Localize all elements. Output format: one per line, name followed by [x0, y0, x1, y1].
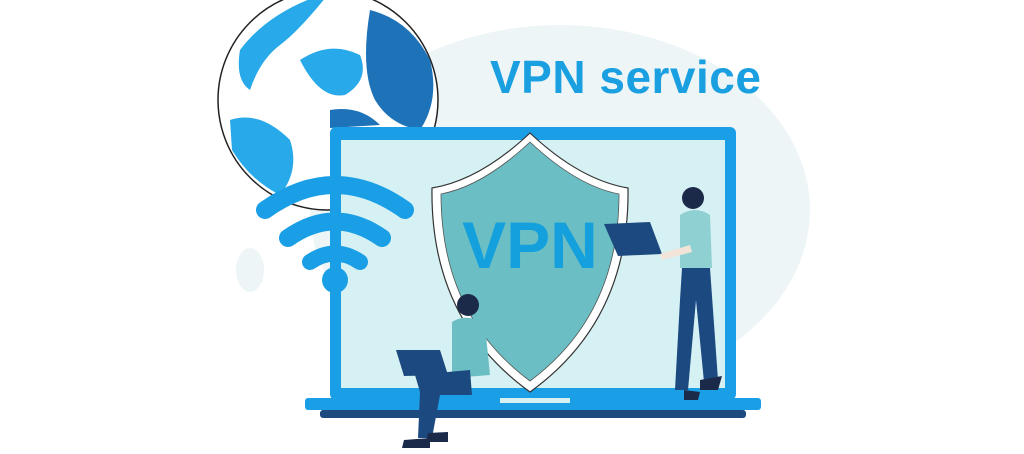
background-blob-small: [236, 248, 264, 292]
person-standing: [604, 187, 722, 400]
laptop-small-2: [396, 350, 448, 376]
shield-label: VPN: [462, 208, 598, 282]
laptop-base: [305, 398, 761, 410]
person-sitting: [396, 294, 490, 448]
laptop-small: [604, 222, 662, 256]
page-title: VPN service: [490, 51, 762, 103]
wifi-icon: [256, 176, 414, 293]
